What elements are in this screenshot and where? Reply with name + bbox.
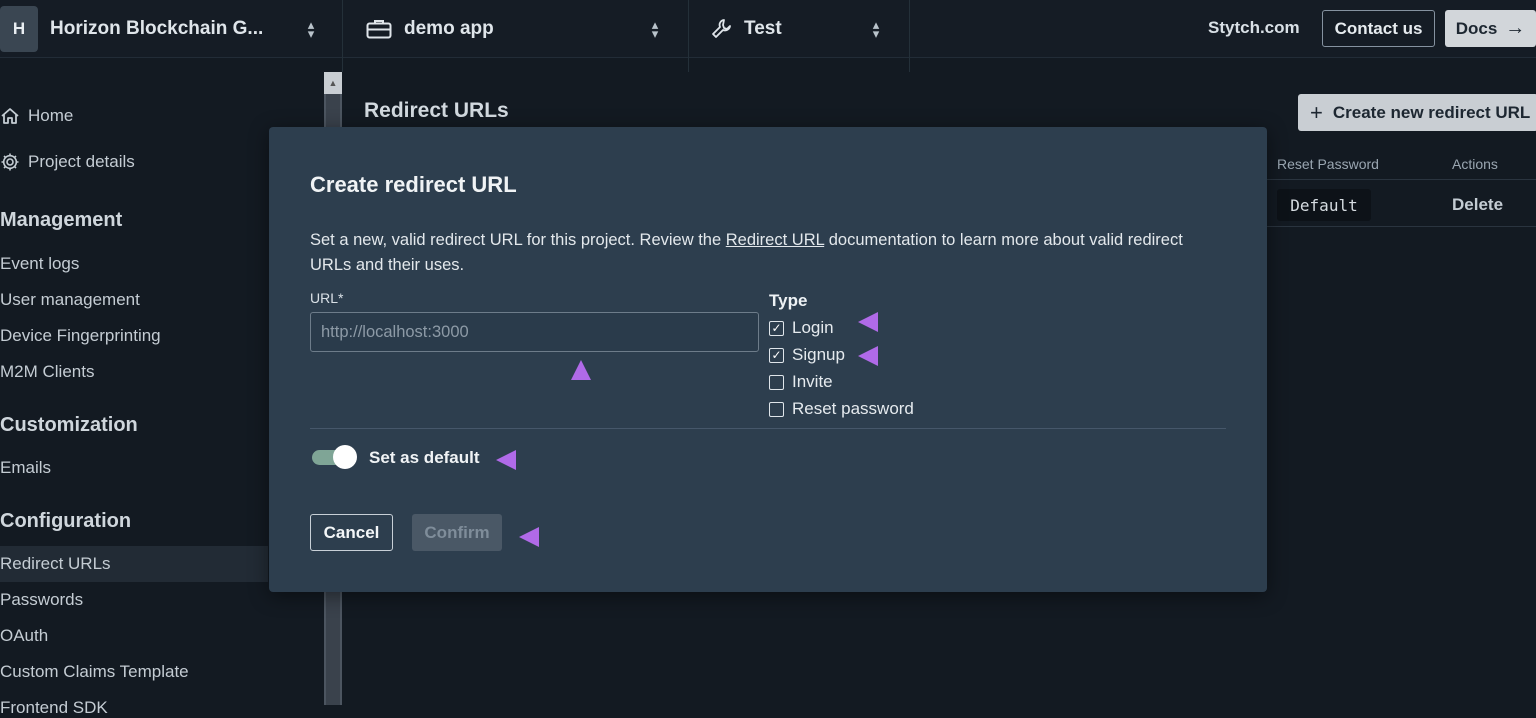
- project-chevron-icon[interactable]: ▴▾: [651, 17, 659, 41]
- type-option-login[interactable]: ✓ Login: [769, 318, 834, 338]
- type-option-label: Signup: [792, 345, 845, 364]
- modal-description: Set a new, valid redirect URL for this p…: [310, 228, 1210, 278]
- modal-divider: [310, 428, 1226, 429]
- type-option-label: Login: [792, 318, 834, 337]
- type-option-reset-password[interactable]: Reset password: [769, 399, 914, 419]
- divider: [688, 0, 689, 72]
- section-heading-management: Management: [0, 209, 123, 231]
- docs-button[interactable]: Docs →: [1445, 10, 1536, 47]
- org-avatar[interactable]: H: [0, 6, 38, 52]
- plus-icon: +: [1310, 99, 1323, 125]
- sidebar-item-device-fingerprinting[interactable]: Device Fingerprinting: [0, 326, 161, 345]
- project-name: demo app: [404, 18, 494, 39]
- sidebar-item-emails[interactable]: Emails: [0, 458, 52, 477]
- table-divider: [1266, 226, 1536, 227]
- toggle-knob: [333, 445, 357, 469]
- sidebar-item-custom-claims-template[interactable]: Custom Claims Template: [0, 662, 189, 681]
- wrench-icon: [712, 19, 731, 38]
- environment-switcher[interactable]: Test: [710, 0, 782, 58]
- redirect-url-doc-link[interactable]: Redirect URL: [725, 231, 825, 249]
- url-field-label: URL*: [310, 290, 344, 306]
- contact-us-button[interactable]: Contact us: [1322, 10, 1435, 47]
- docs-label: Docs: [1455, 18, 1498, 38]
- column-header-actions: Actions: [1452, 156, 1498, 172]
- arrow-right-icon: →: [1505, 17, 1526, 39]
- org-switcher[interactable]: Horizon Blockchain G...: [50, 0, 263, 58]
- environment-chevron-icon[interactable]: ▴▾: [872, 17, 880, 41]
- project-switcher[interactable]: demo app: [366, 0, 494, 58]
- scroll-up-arrow-icon[interactable]: ▲: [324, 72, 342, 94]
- divider: [909, 0, 910, 72]
- confirm-button[interactable]: Confirm: [412, 514, 502, 551]
- sidebar-item-label: Project details: [28, 152, 135, 171]
- org-name: Horizon Blockchain G...: [50, 18, 264, 39]
- section-heading-customization: Customization: [0, 414, 138, 436]
- checkbox-checked-icon[interactable]: ✓: [769, 347, 784, 363]
- description-text: Set a new, valid redirect URL for this p…: [310, 231, 726, 249]
- top-bar: H Horizon Blockchain G... ▴▾ demo app ▴▾…: [0, 0, 1536, 72]
- reset-password-value: Default: [1277, 189, 1371, 221]
- divider: [342, 0, 343, 72]
- delete-button[interactable]: Delete: [1452, 195, 1504, 214]
- checkbox-unchecked-icon[interactable]: [769, 401, 784, 417]
- sidebar-item-user-management[interactable]: User management: [0, 290, 140, 309]
- sidebar-item-oauth[interactable]: OAuth: [0, 626, 49, 645]
- cancel-button[interactable]: Cancel: [310, 514, 393, 551]
- create-button-label: Create new redirect URL: [1332, 102, 1531, 122]
- active-item-highlight: [0, 546, 268, 582]
- type-option-label: Invite: [792, 372, 833, 391]
- sidebar-item-passwords[interactable]: Passwords: [0, 590, 84, 609]
- org-chevron-icon[interactable]: ▴▾: [307, 17, 315, 41]
- sidebar-item-frontend-sdk[interactable]: Frontend SDK: [0, 698, 108, 717]
- url-input[interactable]: [310, 312, 759, 352]
- type-label: Type: [769, 291, 808, 310]
- description-text: documentation to learn more about valid …: [310, 231, 1183, 274]
- type-option-invite[interactable]: Invite: [769, 372, 833, 392]
- table-divider: [1266, 179, 1536, 180]
- environment-name: Test: [744, 18, 782, 39]
- create-redirect-url-modal: Create redirect URL Set a new, valid red…: [269, 127, 1267, 592]
- sidebar-item-label: Home: [28, 106, 74, 125]
- sidebar-item-redirect-urls[interactable]: Redirect URLs: [0, 554, 111, 573]
- modal-title: Create redirect URL: [310, 172, 517, 197]
- checkbox-unchecked-icon[interactable]: [769, 374, 784, 390]
- section-heading-configuration: Configuration: [0, 510, 132, 532]
- create-redirect-url-button[interactable]: + Create new redirect URL: [1298, 94, 1536, 131]
- home-icon: [1, 108, 19, 124]
- gear-icon: [1, 153, 19, 171]
- sidebar-item-event-logs[interactable]: Event logs: [0, 254, 80, 273]
- page-title: Redirect URLs: [364, 99, 509, 122]
- briefcase-icon: [366, 20, 392, 39]
- sidebar-item-project-details[interactable]: Project details: [0, 152, 135, 172]
- sidebar-item-home[interactable]: Home: [0, 106, 73, 126]
- type-option-label: Reset password: [792, 399, 914, 418]
- set-default-label: Set as default: [369, 448, 480, 467]
- checkbox-checked-icon[interactable]: ✓: [769, 320, 784, 336]
- column-header-reset-password: Reset Password: [1277, 156, 1379, 172]
- type-option-signup[interactable]: ✓ Signup: [769, 345, 845, 365]
- set-default-toggle[interactable]: [310, 445, 358, 469]
- sidebar-item-m2m-clients[interactable]: M2M Clients: [0, 362, 95, 381]
- stytch-link[interactable]: Stytch.com: [1208, 18, 1300, 37]
